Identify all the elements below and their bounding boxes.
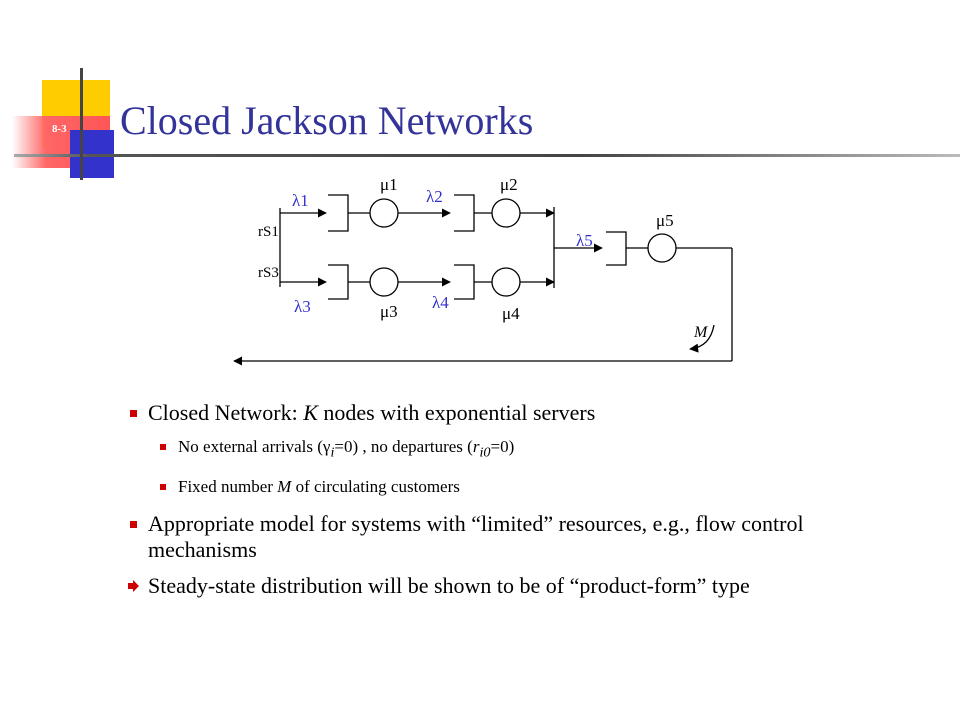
slide-number: 8-3 [52,123,67,135]
label-lambda3: λ3 [294,297,311,316]
label-lambda4: λ4 [432,293,449,312]
bullet-closed-network: Closed Network: K nodes with exponential… [130,400,910,426]
label-mu2: μ2 [500,175,518,194]
bullet-fixed-number: Fixed number M of circulating customers [130,476,910,498]
label-rs1: rS1 [258,224,279,240]
label-mu1: μ1 [380,175,398,194]
bullet-appropriate-model: Appropriate model for systems with “limi… [130,511,910,563]
closed-network-diagram: λ1 λ2 λ3 λ4 λ5 μ1 μ2 μ3 μ4 μ5 rS1 rS3 M [233,175,733,366]
bullet-steady-state: Steady-state distribution will be shown … [128,573,910,599]
bullet-list: Closed Network: K nodes with exponential… [128,400,910,609]
square-bullet-icon [160,484,166,491]
slide-title: Closed Jackson Networks [120,98,534,143]
square-bullet-icon [130,410,137,417]
label-lambda2: λ2 [426,187,443,206]
square-bullet-icon [130,521,137,529]
label-lambda5: λ5 [576,231,593,250]
bullet-no-external-arrivals: No external arrivals (γi=0) , no departu… [130,436,910,463]
label-mu5: μ5 [656,211,674,230]
label-lambda1: λ1 [292,191,309,210]
arrow-bullet-icon [128,580,139,593]
title-underline [14,154,960,157]
label-m: M [693,324,709,341]
label-rs3: rS3 [258,265,279,281]
label-mu3: μ3 [380,302,398,321]
square-bullet-icon [160,444,166,450]
label-mu4: μ4 [502,304,520,323]
decor-vertical-line [80,68,83,180]
